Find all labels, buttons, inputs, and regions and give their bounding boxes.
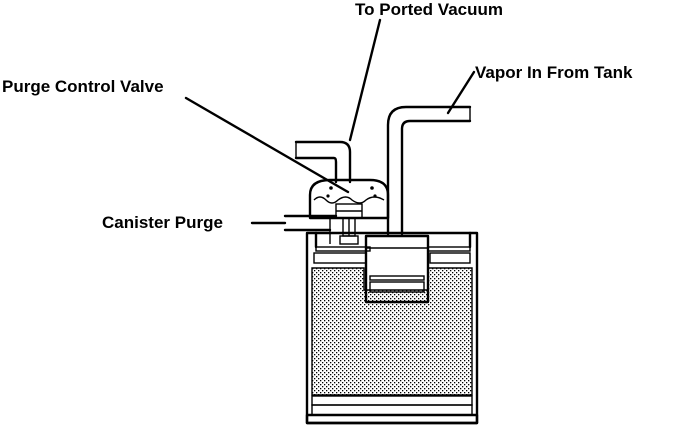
label-vapor-in: Vapor In From Tank: [475, 63, 633, 82]
vacuum-line: [294, 140, 352, 184]
label-ported-vacuum: To Ported Vacuum: [355, 0, 503, 19]
canister-purge-tube: [283, 214, 338, 244]
label-purge-valve: Purge Control Valve: [2, 77, 164, 96]
charcoal-canister: [305, 231, 479, 425]
purge-control-valve: [308, 178, 390, 245]
vapor-inlet-tube: [386, 105, 472, 236]
label-canister-purge: Canister Purge: [102, 213, 223, 232]
